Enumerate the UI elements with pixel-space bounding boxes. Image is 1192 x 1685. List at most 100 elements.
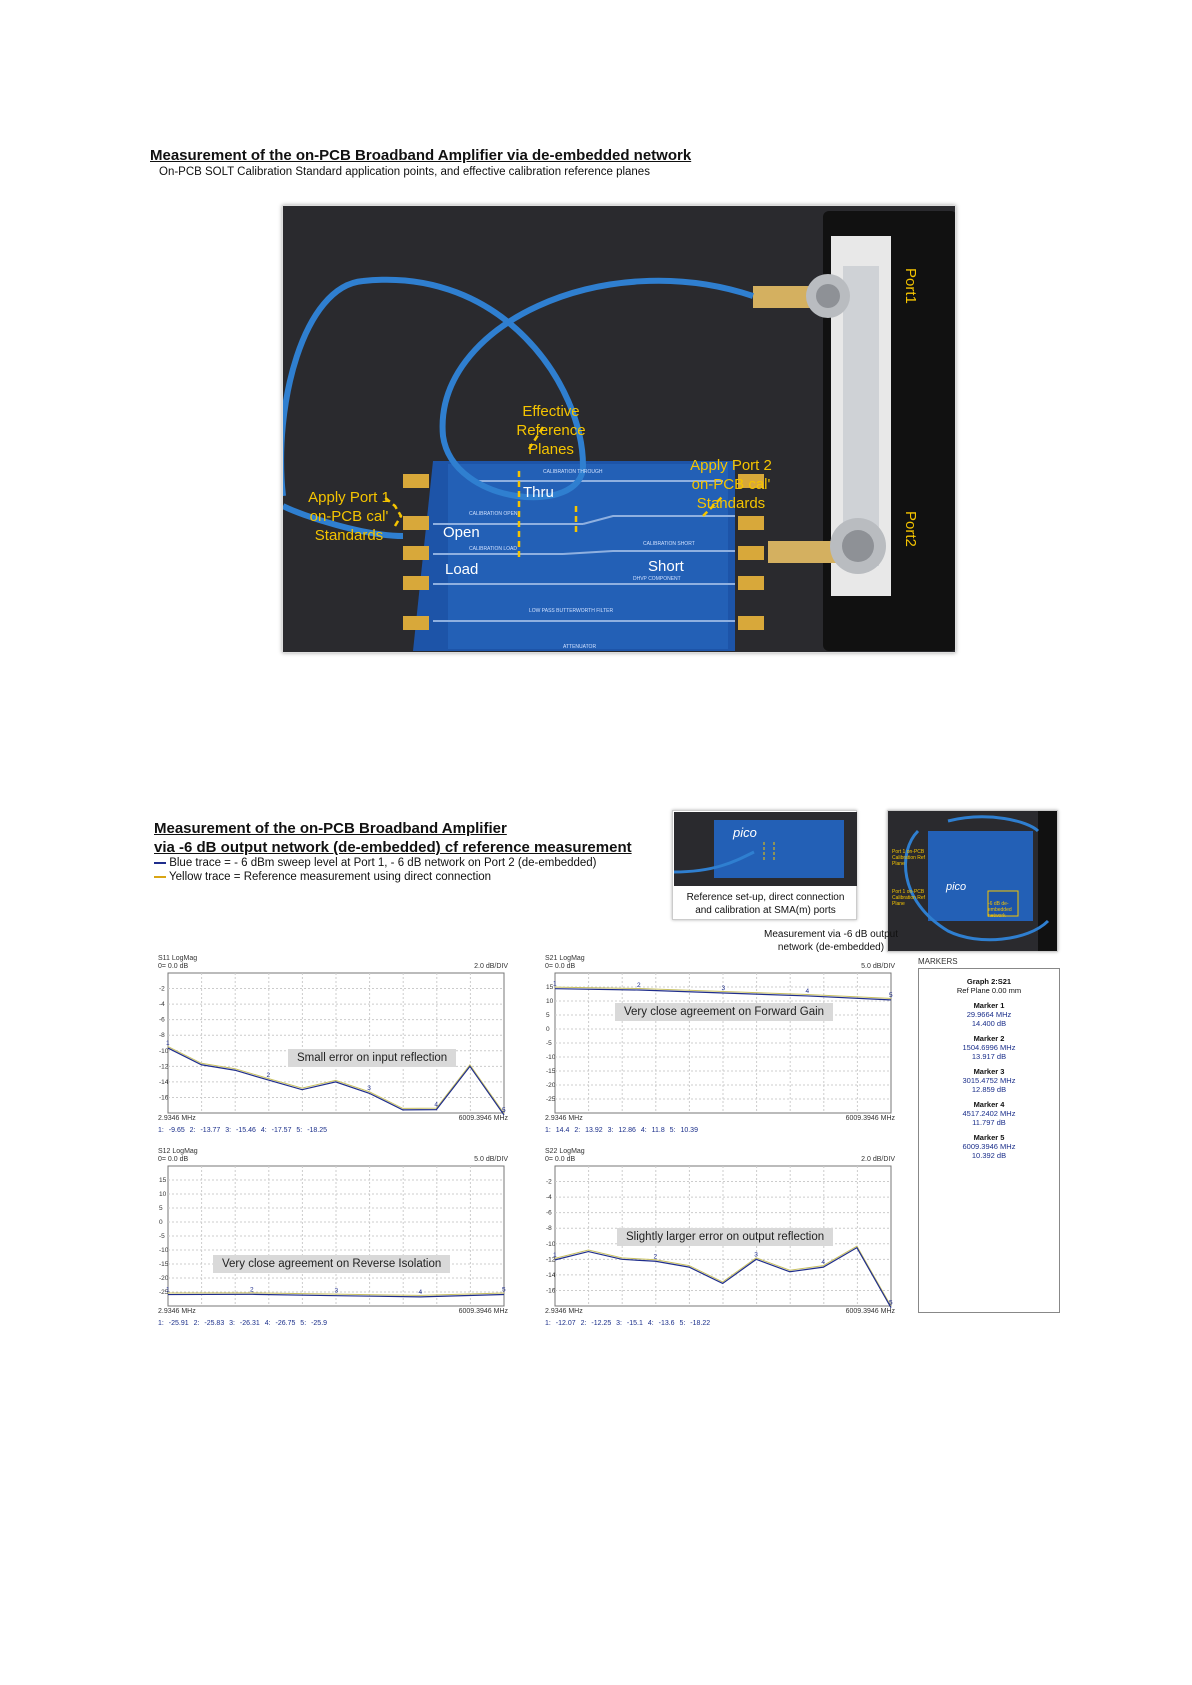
graph-fmax: 6009.3946 MHz xyxy=(845,1115,895,1122)
short-label: Short xyxy=(648,558,684,575)
marker-point: 3 xyxy=(754,1251,758,1258)
y-tick-label: -5 xyxy=(159,1233,165,1240)
marker-point: 1 xyxy=(166,1040,170,1047)
apply-port1-label: Apply Port 1 on-PCB cal' Standards xyxy=(308,489,390,544)
y-tick-label: -2 xyxy=(546,1179,552,1186)
marker-1: Marker 1 29.9664 MHz 14.400 dB xyxy=(966,1001,1012,1028)
y-tick-label: -14 xyxy=(546,1272,556,1279)
markers-graph: Graph 2:S21 xyxy=(966,977,1012,986)
graph-marker-readout: 1: -12.07 2: -12.25 3: -15.1 4: -13.6 5:… xyxy=(545,1320,711,1327)
measured-trace xyxy=(167,1293,505,1298)
marker-point: 4 xyxy=(806,988,810,995)
inset1-logo: pico xyxy=(733,825,757,840)
section1-title: Measurement of the on-PCB Broadband Ampl… xyxy=(150,147,692,164)
section2-title-line2: via -6 dB output network (de-embedded) c… xyxy=(154,839,632,856)
graph-scale: 5.0 dB/DIV xyxy=(474,1156,508,1163)
graph-marker-readout: 1: -9.65 2: -13.77 3: -15.46 4: -17.57 5… xyxy=(158,1127,328,1134)
y-tick-label: -20 xyxy=(546,1082,556,1089)
inset2-label-2: Port 1 on-PCB Calibration Ref Plane xyxy=(892,889,926,907)
inset2-label-1: Port 1 on-PCB Calibration Ref Plane xyxy=(892,849,926,867)
y-tick-label: -25 xyxy=(159,1289,169,1296)
section2-title-line1: Measurement of the on-PCB Broadband Ampl… xyxy=(154,820,507,837)
measured-trace xyxy=(554,988,892,1001)
legend-blue: Blue trace = - 6 dBm sweep level at Port… xyxy=(154,857,597,869)
y-tick-label: -8 xyxy=(159,1032,165,1039)
marker-3: Marker 3 3015.4752 MHz 12.859 dB xyxy=(962,1067,1016,1094)
y-tick-label: -15 xyxy=(159,1261,169,1268)
y-tick-label: 10 xyxy=(546,998,554,1005)
graph-scale: 5.0 dB/DIV xyxy=(861,963,895,970)
inset2-logo: pico xyxy=(946,881,967,893)
reference-trace xyxy=(167,1292,505,1296)
inset2-caption: Measurement via -6 dB output network (de… xyxy=(764,929,898,953)
marker-point: 1 xyxy=(166,1287,170,1294)
markers-title: MARKERS xyxy=(918,957,958,966)
open-label: Open xyxy=(443,524,480,541)
y-tick-label: -12 xyxy=(546,1256,556,1263)
y-tick-label: 0 xyxy=(159,1219,163,1226)
measured-trace xyxy=(554,1246,892,1308)
marker-point: 4 xyxy=(434,1102,438,1109)
graph-callout: Slightly larger error on output reflecti… xyxy=(617,1228,834,1246)
graph-fmin: 2.9346 MHz xyxy=(545,1115,583,1122)
port1-label: Port1 xyxy=(902,268,919,304)
y-tick-label: -4 xyxy=(546,1194,552,1201)
reference-trace xyxy=(554,986,892,999)
apply-port2-label: Apply Port 2 on-PCB cal' Standards xyxy=(690,457,772,512)
marker-point: 2 xyxy=(267,1072,271,1079)
board-text-filter: LOW PASS BUTTERWORTH FILTER xyxy=(529,608,614,614)
marker-point: 1 xyxy=(553,981,557,988)
y-tick-label: -25 xyxy=(546,1096,556,1103)
y-tick-label: -8 xyxy=(546,1225,552,1232)
y-tick-label: -16 xyxy=(159,1094,169,1101)
y-tick-label: -14 xyxy=(159,1079,169,1086)
marker-point: 5 xyxy=(502,1107,506,1114)
graph-fmin: 2.9346 MHz xyxy=(158,1115,196,1122)
graph-scale: 2.0 dB/DIV xyxy=(861,1156,895,1163)
graph-marker-readout: 1: -25.91 2: -25.83 3: -26.31 4: -26.75 … xyxy=(158,1320,328,1327)
markers-panel: Graph 2:S21 Ref Plane 0.00 mm Marker 1 2… xyxy=(918,968,1060,1313)
y-tick-label: 15 xyxy=(159,1177,167,1184)
y-tick-label: 15 xyxy=(546,984,554,991)
thru-label: Thru xyxy=(523,484,554,501)
graph-fmin: 2.9346 MHz xyxy=(158,1308,196,1315)
marker-point: 2 xyxy=(637,982,641,989)
y-tick-label: -12 xyxy=(159,1063,169,1070)
y-tick-label: -5 xyxy=(546,1040,552,1047)
y-tick-label: -6 xyxy=(159,1017,165,1024)
marker-point: 4 xyxy=(419,1289,423,1296)
y-tick-label: -10 xyxy=(546,1054,556,1061)
graph-fmax: 6009.3946 MHz xyxy=(458,1308,508,1315)
y-tick-label: -10 xyxy=(546,1241,556,1248)
y-tick-label: -10 xyxy=(159,1247,169,1254)
marker-point: 5 xyxy=(502,1287,506,1294)
y-tick-label: -10 xyxy=(159,1048,169,1055)
reference-trace xyxy=(167,1046,505,1114)
blue-swatch xyxy=(154,861,166,864)
marker-point: 3 xyxy=(367,1085,371,1092)
reference-planes-label: Effective Reference Planes xyxy=(516,403,586,458)
y-tick-label: -16 xyxy=(546,1287,556,1294)
marker-point: 5 xyxy=(889,992,893,999)
graph-fmin: 2.9346 MHz xyxy=(545,1308,583,1315)
graph-marker-readout: 1: 14.4 2: 13.92 3: 12.86 4: 11.8 5: 10.… xyxy=(545,1127,698,1134)
board-text-open: CALIBRATION OPEN xyxy=(469,511,518,517)
marker-2: Marker 2 1504.6996 MHz 13.917 dB xyxy=(962,1034,1016,1061)
y-tick-label: -15 xyxy=(546,1068,556,1075)
y-tick-label: -6 xyxy=(546,1210,552,1217)
y-tick-label: -20 xyxy=(159,1275,169,1282)
marker-point: 3 xyxy=(722,985,726,992)
marker-point: 2 xyxy=(654,1253,658,1260)
reference-trace xyxy=(554,1245,892,1307)
board-text-attenuator: ATTENUATOR xyxy=(563,644,597,650)
y-tick-label: 5 xyxy=(159,1205,163,1212)
marker-4: Marker 4 4517.2402 MHz 11.797 dB xyxy=(962,1100,1016,1127)
yellow-swatch xyxy=(154,875,166,878)
board-text-load: CALIBRATION LOAD xyxy=(469,546,517,552)
inset2-label-3: -6 dB de-embedded network xyxy=(988,901,1012,919)
